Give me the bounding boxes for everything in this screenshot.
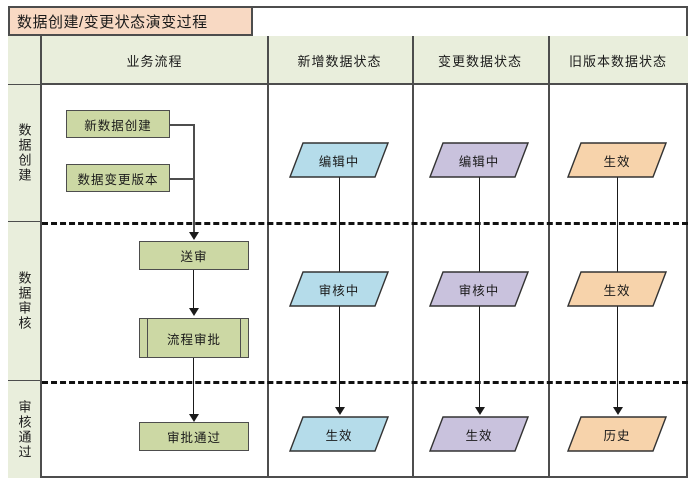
connector-merge-v [193,124,195,235]
state-old-history[interactable]: 历史 [567,416,667,452]
column-divider-1 [267,36,269,478]
connector-change-h [169,178,195,180]
title-bar-filler [253,6,688,36]
column-header-band [42,36,688,85]
state-change-active-label: 生效 [465,428,493,443]
state-change-reviewing-label: 审核中 [458,283,500,298]
state-old-active-1[interactable]: 生效 [567,142,667,178]
state-old-active-2[interactable]: 生效 [567,271,667,307]
arrow-to-submit-review [189,232,199,240]
page-title: 数据创建/变更状态演变过程 [17,13,208,31]
arrow-old-history [613,407,623,415]
column-header-change-state: 变更数据状态 [437,54,522,69]
node-flow-approval[interactable]: 流程审批 [139,318,249,358]
state-change-editing[interactable]: 编辑中 [429,142,529,178]
node-approval-passed[interactable]: 审批通过 [139,422,249,451]
node-data-change-version-label: 数据变更版本 [77,172,159,187]
state-new-reviewing[interactable]: 审核中 [289,271,389,307]
state-old-active-1-label: 生效 [603,154,631,169]
node-approval-passed-label: 审批通过 [166,431,221,445]
connector-change-edit-to-review [479,177,481,276]
state-old-history-label: 历史 [603,428,631,443]
column-divider-2 [412,36,414,478]
connector-new-review-to-active [339,306,341,411]
state-new-active-label: 生效 [325,428,353,443]
node-submit-review[interactable]: 送审 [139,241,249,270]
column-header-new-state: 新增数据状态 [297,54,382,69]
arrow-to-approval-passed [189,414,199,422]
state-new-reviewing-label: 审核中 [318,283,360,298]
lane-separator-2 [42,381,688,384]
connector-new-edit-to-review [339,177,341,276]
lane-separator-1 [42,222,688,225]
node-new-data-create[interactable]: 新数据创建 [66,110,170,138]
column-header-old-state: 旧版本数据状态 [568,54,667,69]
arrow-to-flow-approval [189,308,199,316]
arrow-change-active [475,407,485,415]
connector-old-active-to-active [617,177,619,276]
connector-submit-to-approval [193,270,195,312]
node-data-change-version[interactable]: 数据变更版本 [66,164,170,192]
lane-label-review: 数据审核 [8,222,42,381]
connector-change-review-to-active [479,306,481,411]
column-divider-3 [548,36,550,478]
lane-label-approved-text: 审核通过 [16,399,32,460]
connector-create-h [169,124,195,126]
state-change-editing-label: 编辑中 [458,154,500,169]
title-bar: 数据创建/变更状态演变过程 [8,6,253,36]
state-change-reviewing[interactable]: 审核中 [429,271,529,307]
lane-label-review-text: 数据审核 [16,271,32,331]
state-new-editing[interactable]: 编辑中 [289,142,389,178]
state-new-active[interactable]: 生效 [289,416,389,452]
state-new-editing-label: 编辑中 [318,154,360,169]
node-new-data-create-label: 新数据创建 [84,118,152,133]
connector-approval-to-passed [193,358,195,418]
column-header-process: 业务流程 [126,54,183,69]
lane-label-create: 数据创建 [8,85,42,222]
arrow-new-active [335,407,345,415]
node-submit-review-label: 送审 [180,250,208,264]
lane-header-corner [8,36,42,85]
state-change-active[interactable]: 生效 [429,416,529,452]
connector-old-active-to-history [617,306,619,411]
state-old-active-2-label: 生效 [603,283,631,298]
lane-label-create-text: 数据创建 [16,123,32,183]
node-flow-approval-label: 流程审批 [166,332,221,347]
lane-label-approved: 审核通过 [8,381,42,478]
